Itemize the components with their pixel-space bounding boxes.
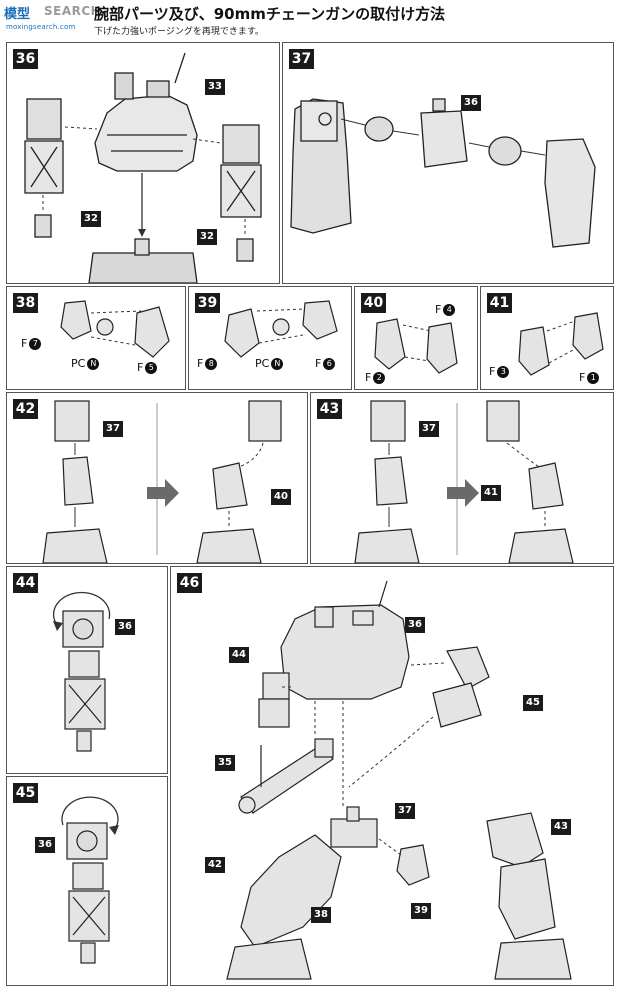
full-assembly-illustration	[226, 580, 572, 980]
callout-36: 36	[115, 619, 135, 635]
page-subtitle: 下げた力強いポージングを再現できます。	[94, 27, 264, 37]
step-number: 37	[289, 49, 314, 69]
callout-36: 36	[35, 837, 55, 853]
step-number: 39	[195, 293, 220, 313]
panel-step-37: 37 36	[282, 42, 614, 284]
step-number: 46	[177, 573, 202, 593]
callout-39: 39	[411, 903, 431, 919]
hand-assembly-illustration	[518, 312, 604, 376]
step-number: 40	[361, 293, 386, 313]
step-number: 43	[317, 399, 342, 419]
panel-step-46: 46	[170, 566, 614, 986]
step-number: 41	[487, 293, 512, 313]
hand-assembly-illustration	[374, 318, 458, 374]
callout-41: 41	[481, 485, 501, 501]
callout-32-left: 32	[81, 211, 101, 227]
watermark-logo: 模型 SEARCH moxingsearch.com	[2, 1, 101, 37]
callout-40: 40	[271, 489, 291, 505]
logo-search-text: SEARCH	[44, 4, 102, 18]
callout-35: 35	[215, 755, 235, 771]
step-number: 36	[13, 49, 38, 69]
logo-main-text: 模型	[4, 7, 31, 22]
panel-step-43: 43 37 41	[310, 392, 614, 564]
torso-arms-illustration	[24, 52, 262, 283]
callout-37: 37	[395, 803, 415, 819]
panel-step-36: 36	[6, 42, 280, 284]
callout-44: 44	[229, 647, 249, 663]
arm-assembly-illustration	[290, 98, 596, 248]
callout-32-right: 32	[197, 229, 217, 245]
callout-42: 42	[205, 857, 225, 873]
step-number: 45	[13, 783, 38, 803]
header: 模型 SEARCH moxingsearch.com 腕部パーツ及び、90mmチ…	[0, 0, 619, 40]
page-title: 腕部パーツ及び、90mmチェーンガンの取付け方法	[94, 5, 446, 23]
callout-37: 37	[103, 421, 123, 437]
panel-step-42: 42 37 40	[6, 392, 308, 564]
callout-45: 45	[523, 695, 543, 711]
step-number: 38	[13, 293, 38, 313]
callout-38: 38	[311, 907, 331, 923]
callout-36: 36	[461, 95, 481, 111]
callout-43: 43	[551, 819, 571, 835]
step-number: 44	[13, 573, 38, 593]
arm-rotation-illustration	[52, 591, 111, 752]
arm-rotation-illustration	[61, 796, 119, 964]
hand-assembly-illustration	[60, 300, 170, 358]
callout-33: 33	[205, 79, 225, 95]
callout-36: 36	[405, 617, 425, 633]
step-number: 42	[13, 399, 38, 419]
callout-37: 37	[419, 421, 439, 437]
forearm-hand-illustration	[42, 400, 282, 563]
hand-assembly-illustration	[224, 300, 338, 358]
forearm-hand-illustration	[354, 400, 574, 563]
panel-step-44: 44 36	[6, 566, 168, 774]
logo-sub-text: moxingsearch.com	[6, 23, 76, 31]
panel-step-45: 45 36	[6, 776, 168, 986]
